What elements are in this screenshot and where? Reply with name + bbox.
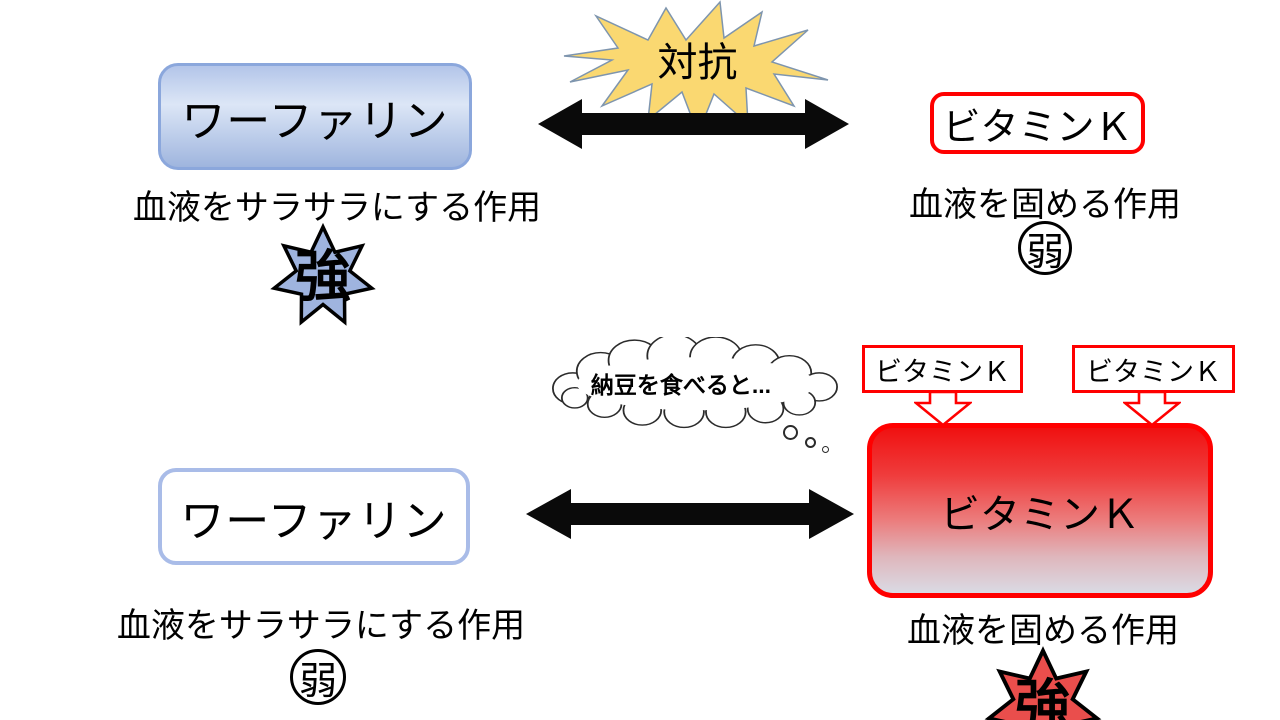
vitamin-k-box-top-label: ビタミンＫ [942, 106, 1133, 149]
conflict-label: 対抗 [657, 41, 738, 85]
warfarin-box-top-label: ワーファリン [181, 96, 449, 146]
vitamin-k-tag-arrow-1-icon [914, 391, 972, 427]
warfarin-box-top: ワーファリン [158, 63, 472, 170]
warfarin-effect-bottom-label: 血液をサラサラにする作用 [116, 607, 526, 645]
vitamin-strength-top-circle: 弱 [1018, 221, 1072, 275]
vitamin-strength-top-label: 弱 [1025, 231, 1064, 274]
vitamin-k-box-bottom-label: ビタミンＫ [940, 492, 1140, 537]
warfarin-box-bottom: ワーファリン [158, 468, 470, 565]
warfarin-strength-bottom-circle: 弱 [290, 649, 346, 705]
vitamin-k-tag-2-label: ビタミンＫ [1086, 356, 1221, 387]
vitamin-k-tag-arrow-2-icon [1123, 391, 1181, 427]
vitamin-k-box-bottom: ビタミンＫ [867, 423, 1213, 598]
warfarin-strength-star-icon [270, 222, 376, 326]
vitamin-k-tag-2: ビタミンＫ [1072, 345, 1235, 393]
vitamin-k-tag-1-label: ビタミンＫ [875, 356, 1010, 387]
conflict-burst-icon [563, 0, 829, 134]
vitamin-effect-top-label: 血液を固める作用 [909, 186, 1181, 224]
warfarin-strength-top-label: 強 [295, 245, 351, 308]
vitamin-k-tag-1: ビタミンＫ [862, 345, 1023, 393]
thought-cloud-icon [552, 337, 838, 429]
vitamin-strength-star-icon [984, 646, 1102, 720]
thought-tail-dot-small [822, 446, 829, 453]
thought-tail-dot-large [783, 425, 798, 440]
warfarin-strength-bottom-label: 弱 [298, 660, 337, 703]
vitamin-effect-bottom-label: 血液を固める作用 [907, 612, 1179, 650]
vitamin-k-box-top: ビタミンＫ [930, 92, 1145, 154]
thought-tail-dot-medium [805, 437, 816, 448]
warfarin-effect-top-label: 血液をサラサラにする作用 [132, 189, 542, 227]
thought-cloud-label: 納豆を食べると... [590, 372, 772, 398]
warfarin-box-bottom-label: ワーファリン [180, 496, 448, 546]
vitamin-strength-bottom-label: 強 [1015, 674, 1071, 720]
double-arrow-bottom-icon [526, 489, 854, 539]
double-arrow-top-icon [538, 99, 849, 149]
